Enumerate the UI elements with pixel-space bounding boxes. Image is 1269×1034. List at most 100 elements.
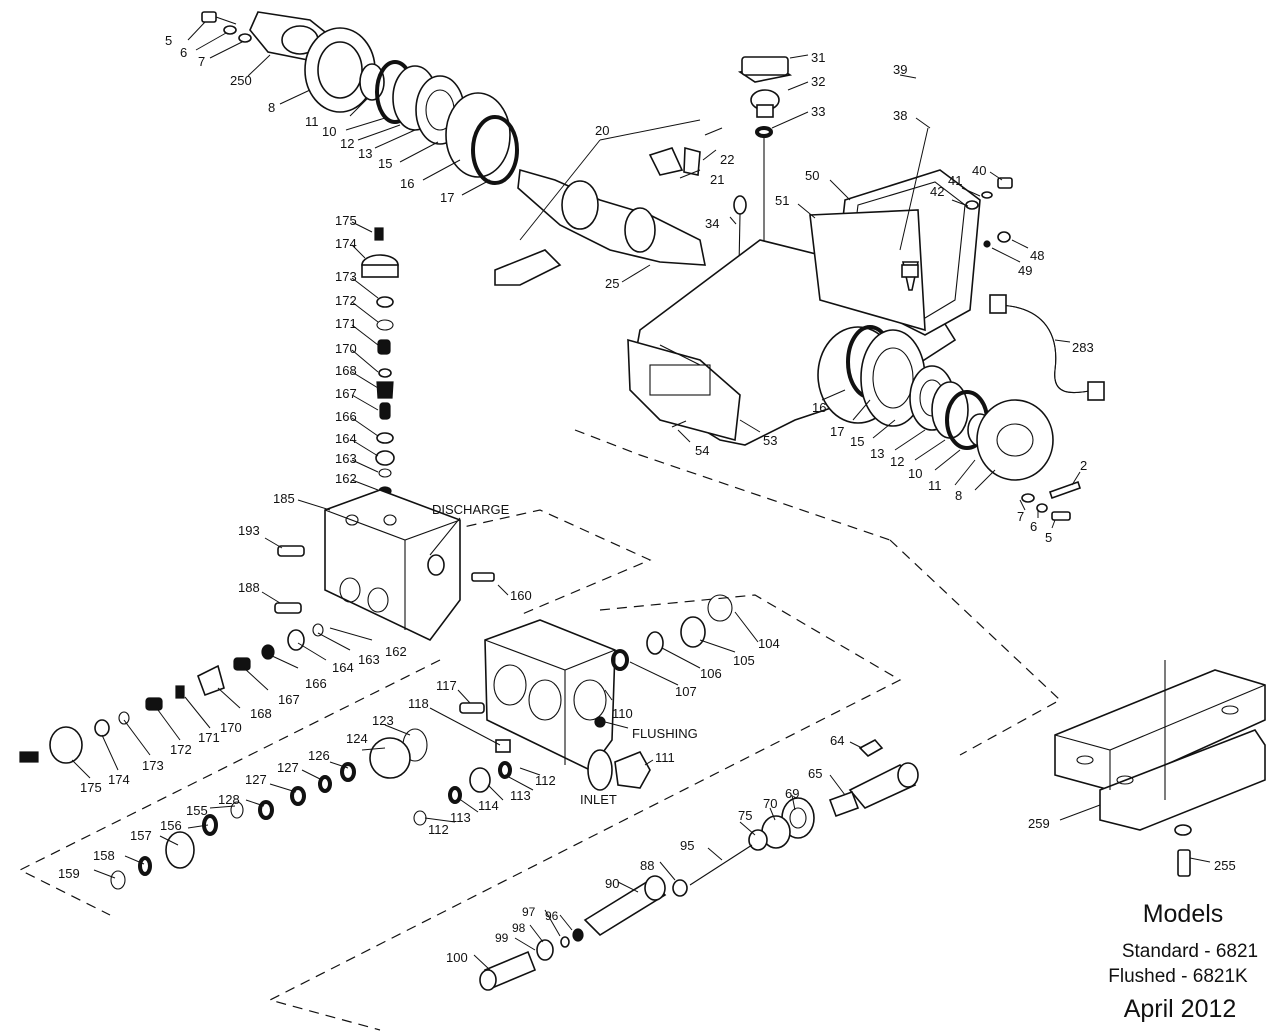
part-label: 283 (1072, 340, 1094, 355)
part-label: 11 (305, 114, 319, 129)
flushing-label: FLUSHING (632, 726, 698, 741)
part-label: 48 (1030, 248, 1044, 263)
part-label: 38 (893, 108, 907, 123)
part-label: 15 (378, 156, 392, 171)
part-label: 5 (165, 33, 172, 48)
part-label: 126 (308, 748, 330, 763)
part-label: 53 (763, 433, 777, 448)
crankcase-group (627, 56, 1105, 446)
leader-lines (71, 21, 1211, 971)
part-label: 166 (305, 676, 327, 691)
part-label: 22 (720, 152, 734, 167)
part-label: 13 (358, 146, 372, 161)
part-label: 185 (273, 491, 295, 506)
part-label: 164 (332, 660, 354, 675)
inlet-label: INLET (580, 792, 617, 807)
part-label: 171 (198, 730, 220, 745)
part-label: 42 (930, 184, 944, 199)
part-label: 174 (108, 772, 130, 787)
part-label: 112 (428, 822, 449, 837)
part-label: 112 (535, 773, 556, 788)
part-label: 106 (700, 666, 722, 681)
part-label: 21 (710, 172, 724, 187)
part-label: 34 (705, 216, 719, 231)
models-caption: Models (1142, 900, 1224, 928)
part-label: 114 (478, 798, 499, 813)
part-label: 155 (186, 803, 208, 818)
part-label: 16 (400, 176, 414, 191)
part-label: 17 (440, 190, 454, 205)
part-label: 170 (220, 720, 242, 735)
part-label: 13 (870, 446, 884, 461)
part-label: 54 (695, 443, 709, 458)
part-label: 40 (972, 163, 986, 178)
part-label: 127 (245, 772, 267, 787)
part-label: 171 (335, 316, 357, 331)
part-label: 5 (1045, 530, 1052, 545)
part-label: 6 (1030, 519, 1037, 534)
part-label: 51 (775, 193, 789, 208)
base-rails (1054, 660, 1266, 877)
discharge-manifold (274, 489, 495, 642)
part-label: 168 (335, 363, 357, 378)
part-label: 20 (595, 123, 609, 138)
discharge-label: DISCHARGE (432, 502, 510, 517)
part-label: 163 (358, 652, 380, 667)
part-label: 175 (335, 213, 357, 228)
part-label: 162 (385, 644, 407, 659)
part-number-labels: 5 6 7 250 8 11 10 12 13 15 16 17 20 21 2… (58, 33, 1236, 965)
part-label: 105 (733, 653, 755, 668)
part-label: 6 (180, 45, 187, 60)
discharge-valve-stack (361, 227, 399, 496)
part-label: 75 (738, 808, 752, 823)
part-label: 8 (955, 488, 962, 503)
part-label: 128 (218, 792, 240, 807)
part-label: 167 (278, 692, 300, 707)
part-label: 107 (675, 684, 697, 699)
part-label: 7 (198, 54, 205, 69)
part-label: 255 (1214, 858, 1236, 873)
part-label: 193 (238, 523, 260, 538)
part-label: 90 (605, 876, 619, 891)
part-label: 159 (58, 866, 80, 881)
part-label: 162 (335, 471, 357, 486)
part-label: 111 (655, 750, 675, 765)
part-label: 174 (335, 236, 357, 251)
part-label: 172 (335, 293, 357, 308)
standard-model-caption: Standard - 6821 (1121, 941, 1259, 962)
crankshaft-group (494, 127, 723, 286)
part-label: 110 (612, 706, 633, 721)
date-caption: April 2012 (1123, 995, 1237, 1023)
part-label: 10 (322, 124, 336, 139)
part-label: 96 (545, 909, 559, 923)
part-label: 167 (335, 386, 357, 401)
part-label: 64 (830, 733, 844, 748)
part-label: 12 (890, 454, 904, 469)
part-label: 250 (230, 73, 252, 88)
bearing-cover-group-left (201, 11, 519, 185)
part-label: 10 (908, 466, 922, 481)
part-label: 163 (335, 451, 357, 466)
part-label: 160 (510, 588, 532, 603)
part-label: 124 (346, 731, 368, 746)
part-label: 158 (93, 848, 115, 863)
part-label: 12 (340, 136, 354, 151)
part-label: 70 (763, 796, 777, 811)
part-label: 15 (850, 434, 864, 449)
part-label: 41 (948, 173, 962, 188)
part-label: 50 (805, 168, 819, 183)
part-label: 25 (605, 276, 619, 291)
part-label: 11 (928, 478, 942, 493)
plunger-rod-group (479, 738, 919, 991)
part-label: 33 (811, 104, 825, 119)
part-label: 113 (510, 788, 531, 803)
part-label: 157 (130, 828, 152, 843)
part-label: 127 (277, 760, 299, 775)
part-label: 17 (830, 424, 844, 439)
assembly-guide-lines (18, 429, 1062, 1031)
part-label: 32 (811, 74, 825, 89)
part-label: 7 (1017, 509, 1024, 524)
part-label: 69 (785, 786, 799, 801)
inlet-manifold (459, 619, 651, 791)
part-label: 65 (808, 766, 822, 781)
